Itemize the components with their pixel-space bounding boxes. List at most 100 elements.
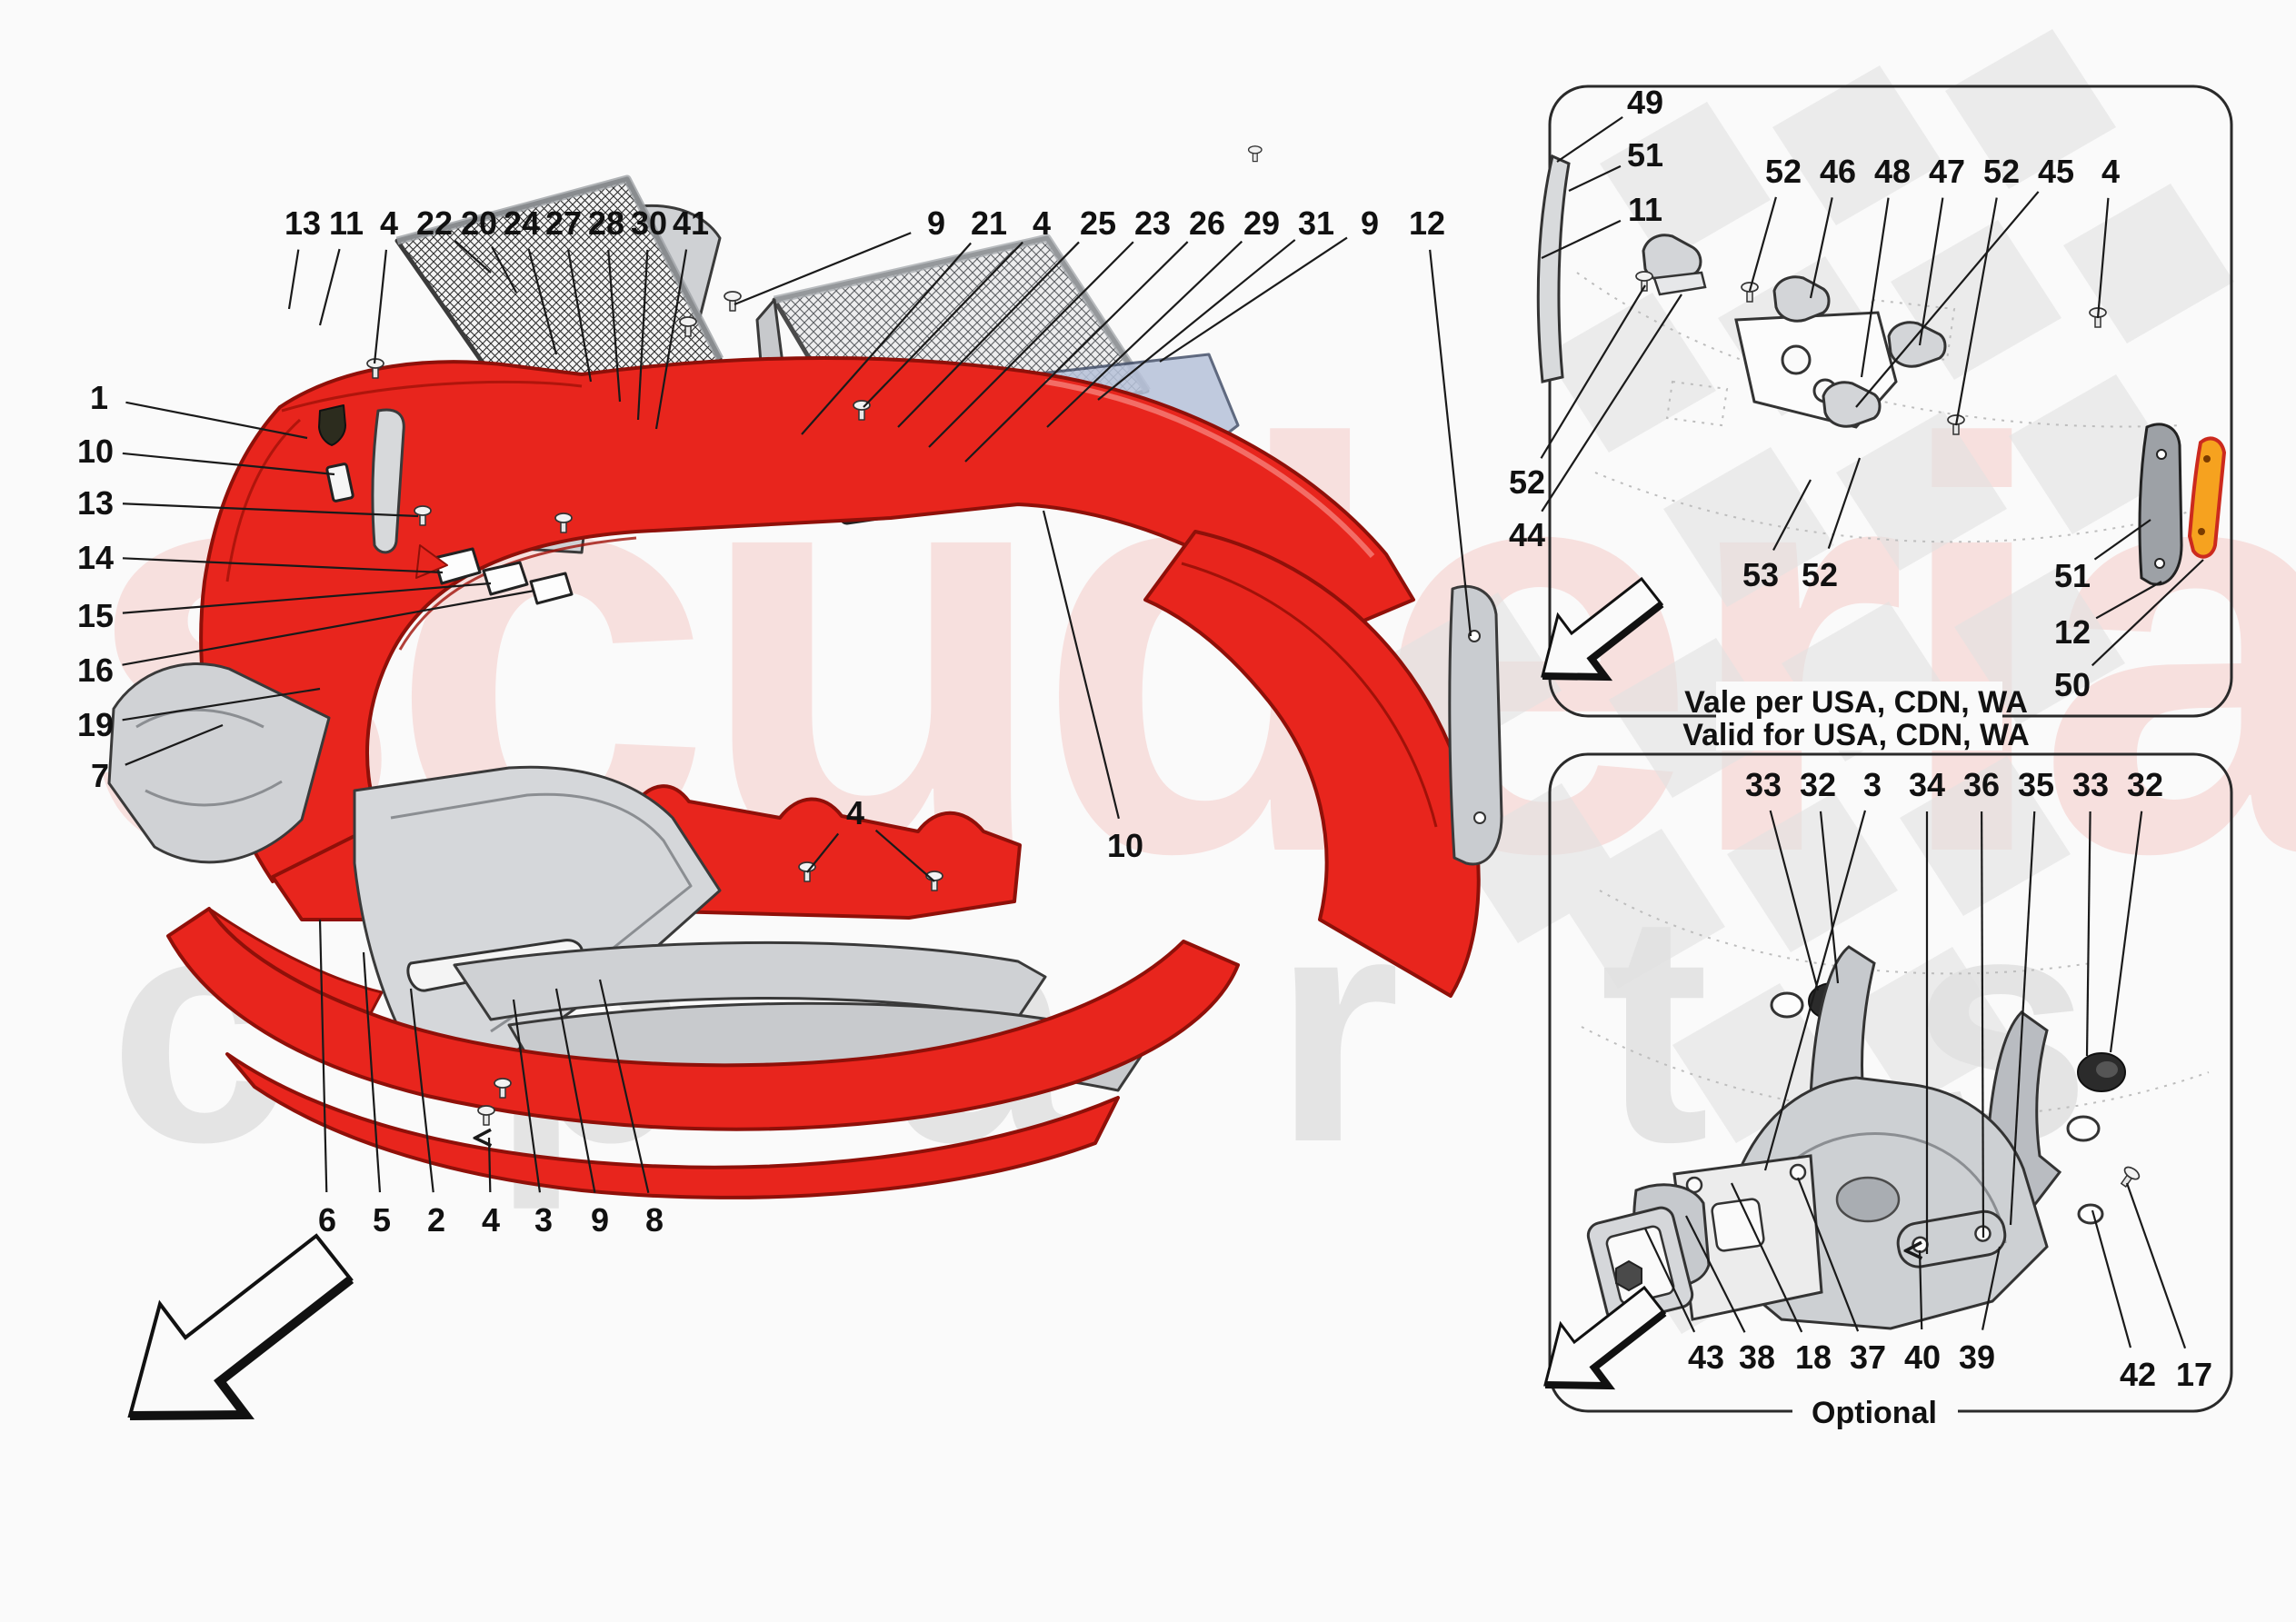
part-number-14: 14 (77, 539, 114, 576)
bumper-rubber-pads (1772, 275, 1947, 428)
leader-line (1541, 219, 1622, 259)
leader-line (122, 589, 535, 666)
leader-lines (122, 115, 2204, 1349)
part-number-23: 23 (1134, 204, 1171, 242)
part-number-53: 53 (1742, 556, 1779, 593)
leader-line (1855, 191, 2040, 408)
direction-arrow-main (127, 1233, 354, 1420)
leader-line (2085, 811, 2091, 1057)
leader-line (554, 988, 596, 1193)
leader-line (122, 557, 444, 574)
part-number-52: 52 (1509, 463, 1545, 501)
leader-line (1159, 236, 1348, 363)
part-number-32: 32 (2127, 766, 2163, 803)
leader-line (2009, 811, 2036, 1226)
leader-line (362, 951, 382, 1193)
panel-usa: Vale per USA, CDN, WA Valid for USA, CDN… (1247, 85, 2233, 752)
leader-line (1860, 197, 1890, 378)
leader-line (122, 452, 335, 476)
part-number-44: 44 (1509, 516, 1545, 553)
leader-line (1046, 240, 1243, 428)
part-number-9: 9 (1361, 204, 1379, 242)
part-number-3: 3 (534, 1201, 553, 1239)
leader-line (1981, 811, 1985, 1239)
part-number-6: 6 (318, 1201, 336, 1239)
main-exploded-view (107, 174, 1503, 1199)
leader-line (863, 241, 1023, 408)
leader-line (318, 919, 328, 1193)
leader-line (122, 687, 321, 721)
part-number-13: 13 (77, 484, 114, 522)
part-number-36: 36 (1963, 766, 2000, 803)
leader-line (1556, 115, 1623, 163)
air-intake-scoop (353, 765, 722, 1080)
part-number-52: 52 (1765, 153, 1802, 190)
leader-line (125, 401, 308, 440)
leader-line (122, 503, 419, 518)
leader-line (566, 249, 593, 383)
leader-line (598, 979, 650, 1193)
part-number-47: 47 (1929, 153, 1965, 190)
leader-line (1644, 1228, 1696, 1333)
part-number-4: 4 (482, 1201, 500, 1239)
leader-line (1042, 510, 1120, 820)
leader-line (287, 249, 300, 310)
leader-line (1540, 284, 1646, 459)
leader-line (2095, 581, 2162, 620)
pillar-trim-strip (371, 408, 405, 554)
leader-line (512, 999, 542, 1193)
part-number-18: 18 (1795, 1338, 1832, 1376)
leader-line (373, 249, 388, 364)
leader-line (928, 241, 1134, 448)
leader-line (801, 242, 972, 435)
side-marker-bracket (2138, 423, 2183, 586)
part-number-41: 41 (673, 204, 709, 242)
slot-cover-tabs (433, 547, 574, 605)
part-number-4: 4 (1033, 204, 1051, 242)
part-number-33: 33 (2072, 766, 2109, 803)
part-number-52: 52 (1802, 556, 1838, 593)
part-number-39: 39 (1959, 1338, 1995, 1376)
part-number-12: 12 (1409, 204, 1445, 242)
leader-line (2093, 519, 2151, 561)
part-number-34: 34 (1909, 766, 1945, 803)
part-number-2: 2 (427, 1201, 445, 1239)
part-number-51: 51 (2054, 557, 2091, 594)
leader-line (2091, 1209, 2132, 1348)
leader-line (874, 829, 935, 882)
bumper-side-panel-right (1143, 530, 1481, 998)
part-number-27: 27 (545, 204, 582, 242)
part-number-22: 22 (416, 204, 453, 242)
ferrari-shield-badge (318, 404, 346, 446)
part-number-4: 4 (2101, 153, 2120, 190)
part-number-4: 4 (380, 204, 398, 242)
part-number-10: 10 (77, 433, 114, 470)
part-number-38: 38 (1739, 1338, 1775, 1376)
leader-line (1819, 811, 1840, 984)
leader-line (1541, 294, 1682, 512)
part-number-48: 48 (1874, 153, 1911, 190)
leader-line (1769, 810, 1820, 991)
panel-optional: Optional (1543, 752, 2233, 1432)
mounting-nut (1615, 1259, 1642, 1292)
part-number-16: 16 (77, 652, 114, 689)
part-number-5: 5 (373, 1201, 391, 1239)
leader-line (2125, 1182, 2187, 1349)
part-number-1: 1 (90, 379, 108, 416)
leader-line (1954, 197, 1998, 426)
part-number-4: 4 (846, 794, 864, 831)
side-marker-lamp-orange (2187, 436, 2227, 559)
part-number-52: 52 (1983, 153, 2020, 190)
part-number-10: 10 (1107, 827, 1143, 864)
part-number-9: 9 (927, 204, 945, 242)
leader-line (1763, 810, 1867, 1171)
leader-line (1920, 1250, 1923, 1330)
part-number-11: 11 (1628, 191, 1662, 228)
part-number-32: 32 (1800, 766, 1836, 803)
leader-line (1796, 1177, 1860, 1332)
part-number-46: 46 (1820, 153, 1856, 190)
under-tray-slat-upper (453, 940, 1047, 1021)
part-number-28: 28 (588, 204, 624, 242)
usa-caption-italian: Vale per USA, CDN, WA (1684, 685, 2028, 720)
part-number-33: 33 (1745, 766, 1782, 803)
